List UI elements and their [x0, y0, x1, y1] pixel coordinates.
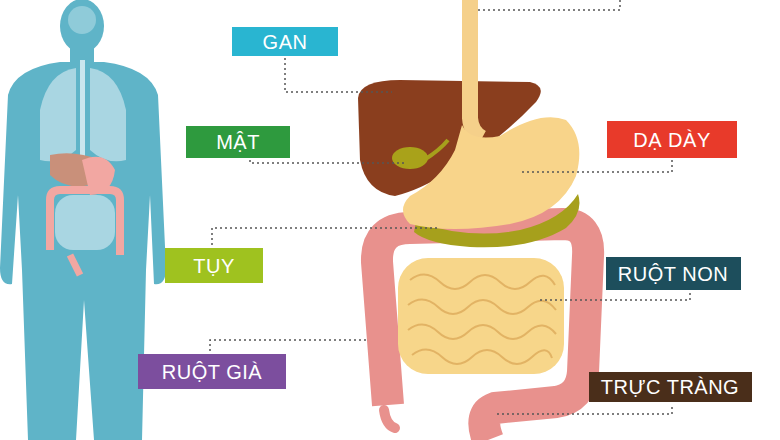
organ-label: RUỘT NON: [606, 257, 741, 290]
small-intestine: [398, 258, 564, 374]
organ-name: DẠ DÀY: [633, 129, 710, 151]
stomach: [403, 117, 579, 229]
appendix: [384, 410, 395, 428]
large-intestine: [377, 224, 588, 440]
organ-name: RUỘT NON: [618, 263, 728, 285]
organ-label: MẬT: [186, 126, 290, 158]
organ-label: GAN: [232, 27, 338, 56]
organ-label: TRỰC TRÀNG: [589, 372, 752, 402]
organ-label: DẠ DÀY: [607, 121, 737, 158]
organ-name: TỤY: [193, 255, 235, 277]
leader-lines: [210, 0, 690, 414]
organ-name: TRỰC TRÀNG: [601, 376, 739, 398]
organ-name: GAN: [263, 31, 308, 53]
organ-label: RUỘT GIÀ: [138, 354, 286, 389]
gallbladder: [392, 147, 428, 169]
organ-name: RUỘT GIÀ: [162, 361, 262, 383]
organ-label: TỤY: [165, 248, 263, 283]
esophagus: [470, 0, 482, 138]
organ-name: MẬT: [216, 131, 260, 153]
